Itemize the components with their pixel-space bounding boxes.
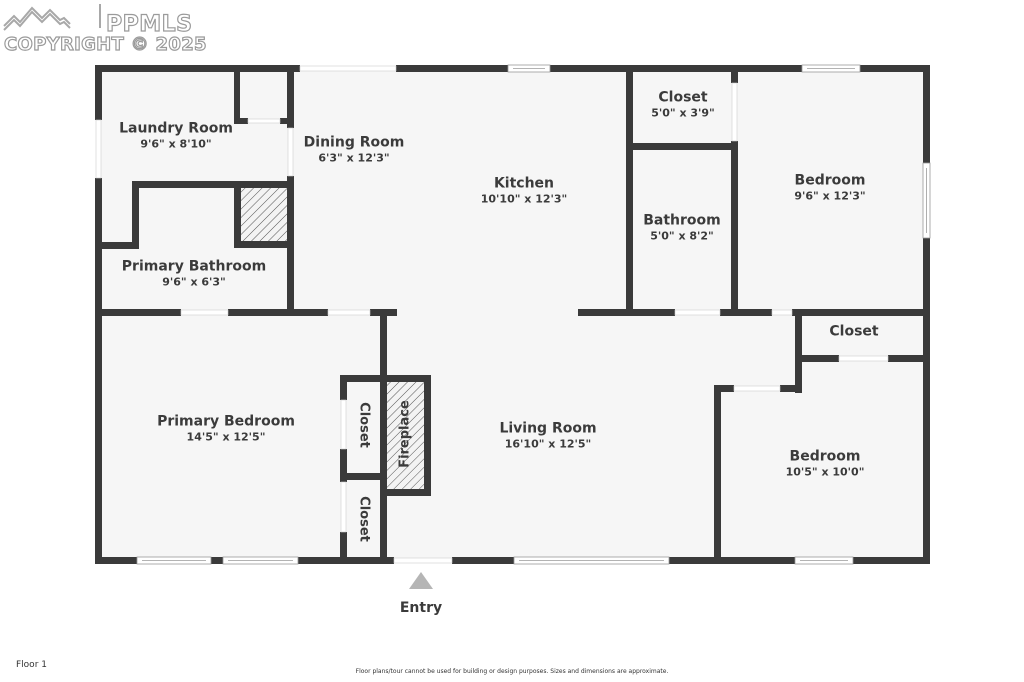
room-name: Living Room	[499, 420, 597, 437]
room-dining: Dining Room 6'3" x 12'3"	[304, 135, 405, 166]
entry-label: Entry	[399, 600, 443, 616]
entry-arrow-icon	[409, 572, 433, 589]
chase-hatch	[241, 188, 287, 241]
mountains-icon	[3, 4, 101, 31]
room-primary-bathroom: Primary Bathroom 9'6" x 6'3"	[122, 259, 266, 290]
door-openings	[95, 65, 889, 564]
room-name: Bedroom	[794, 172, 866, 189]
floor-label: Floor 1	[16, 660, 47, 670]
room-kitchen: Kitchen 10'10" x 12'3"	[481, 176, 568, 207]
room-dims: 5'0" x 8'2"	[650, 229, 714, 243]
room-name: Closet	[658, 89, 708, 106]
room-dims: 9'6" x 6'3"	[162, 275, 226, 289]
room-bedroom-1: Bedroom 9'6" x 12'3"	[794, 173, 865, 204]
fireplace-label: Fireplace	[397, 400, 413, 468]
room-living: Living Room 16'10" x 12'5"	[499, 421, 596, 452]
room-closet-right: Closet	[829, 324, 878, 341]
room-bathroom: Bathroom 5'0" x 8'2"	[643, 213, 721, 244]
room-closet-upper: Closet	[356, 402, 372, 448]
fireplace-hatch	[387, 382, 424, 489]
room-primary-bedroom: Primary Bedroom 14'5" x 12'5"	[157, 414, 295, 445]
room-dims: 9'6" x 12'3"	[794, 189, 866, 203]
room-laundry: Laundry Room 9'6" x 8'10"	[119, 121, 233, 152]
room-dims: 10'10" x 12'3"	[480, 192, 568, 206]
room-dims: 6'3" x 12'3"	[318, 151, 390, 165]
room-name: Primary Bedroom	[157, 413, 295, 430]
watermark-logo: PPMLS COPYRIGHT © 2025	[2, 2, 207, 58]
room-name: Closet	[829, 323, 879, 340]
room-name: Bathroom	[643, 212, 721, 229]
room-dims: 10'5" x 10'0"	[785, 465, 865, 479]
walls	[95, 65, 930, 564]
room-name: Primary Bathroom	[121, 258, 267, 275]
watermark-brand: PPMLS	[105, 11, 193, 37]
room-dims: 9'6" x 8'10"	[140, 137, 212, 151]
watermark-copyright: COPYRIGHT © 2025	[3, 33, 207, 55]
room-dims: 16'10" x 12'5"	[504, 437, 592, 451]
room-name: Kitchen	[493, 175, 555, 192]
room-dims: 14'5" x 12'5"	[186, 430, 266, 444]
room-name: Bedroom	[789, 448, 861, 465]
room-bedroom-2: Bedroom 10'5" x 10'0"	[786, 449, 865, 480]
room-dims: 5'0" x 3'9"	[651, 106, 715, 120]
room-closet-top: Closet 5'0" x 3'9"	[651, 90, 715, 121]
windows	[136, 64, 931, 565]
disclaimer: Floor plans/tour cannot be used for buil…	[355, 668, 669, 675]
room-closet-lower: Closet	[356, 496, 372, 542]
room-name: Laundry Room	[119, 120, 233, 137]
room-name: Dining Room	[303, 134, 405, 151]
